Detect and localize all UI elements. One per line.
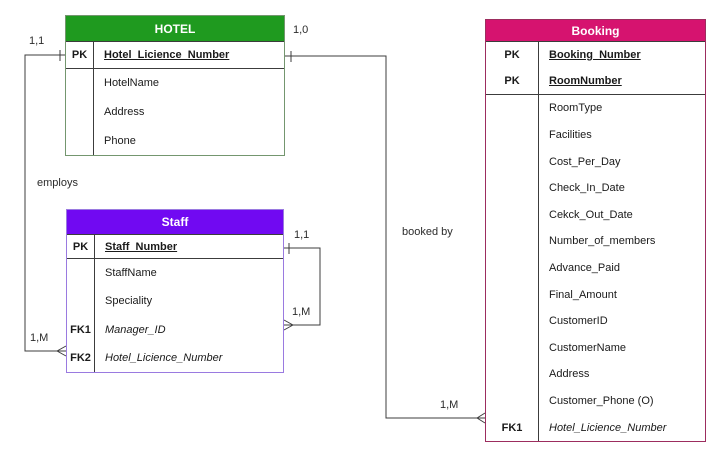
key-label (486, 201, 539, 229)
attribute-name: Facilities (549, 128, 592, 141)
attribute-row: Customer_Phone (O) (486, 387, 705, 415)
entity-staff-title: Staff (67, 210, 283, 235)
attribute-name: Manager_ID (105, 323, 166, 336)
key-label (486, 281, 539, 308)
attribute-row: StaffName (67, 259, 283, 288)
key-label (486, 334, 539, 362)
key-label (66, 97, 94, 127)
key-label (66, 126, 94, 156)
attribute-name: Cost_Per_Day (549, 155, 621, 168)
relationship-label-employs: employs (37, 177, 78, 189)
crow-foot-employs (56, 345, 67, 357)
attribute-row: Check_In_Date (486, 174, 705, 202)
attribute-name: Speciality (105, 295, 153, 308)
entity-staff-attributes: StaffName Speciality FK1 Manager_ID FK2 … (67, 259, 283, 372)
key-label: FK1 (486, 414, 539, 441)
attribute-name: Final_Amount (549, 288, 617, 301)
cardinality-booking-booked-by: 1,M (440, 399, 459, 411)
attribute-row: Address (66, 97, 284, 127)
cardinality-hotel-booked-by: 1,0 (293, 24, 309, 36)
key-label: PK (486, 68, 539, 94)
attribute-row: FK1 Manager_ID (67, 315, 283, 344)
key-label (486, 307, 539, 335)
key-label: FK2 (67, 343, 95, 372)
crow-foot-booked-by (476, 412, 486, 424)
attribute-name: Hotel_Licience_Number (549, 421, 667, 434)
attribute-name: HotelName (104, 77, 160, 90)
key-label (486, 148, 539, 175)
entity-booking[interactable]: Booking PK Booking_Number PK RoomNumber … (485, 19, 706, 442)
attribute-name: StaffName (105, 267, 157, 280)
attribute-name: CustomerName (549, 341, 627, 354)
attribute-name: Advance_Paid (549, 261, 620, 274)
key-label (486, 361, 539, 388)
cardinality-hotel-employs: 1,1 (29, 35, 45, 47)
attribute-row: Facilities (486, 121, 705, 149)
crow-foot-staff-self (283, 319, 294, 331)
key-label (67, 287, 95, 316)
attribute-row: HotelName (66, 69, 284, 98)
connector-employs (24, 54, 66, 352)
entity-booking-title: Booking (486, 20, 705, 42)
cardinality-staff-self-one: 1,1 (294, 229, 310, 241)
key-label: PK (486, 42, 539, 68)
attribute-name: Customer_Phone (O) (549, 395, 654, 407)
attribute-name: RoomType (549, 102, 603, 115)
key-label (486, 95, 539, 122)
key-label (486, 254, 539, 282)
key-label (67, 259, 95, 288)
attribute-name: Check_In_Date (549, 182, 625, 195)
key-row: PK RoomNumber (486, 68, 705, 94)
entity-booking-attributes: RoomType Facilities Cost_Per_Day Check_I… (486, 95, 705, 441)
attribute-name: Number_of_members (549, 235, 656, 248)
key-attribute-name: RoomNumber (549, 75, 622, 87)
attribute-name: Address (104, 106, 145, 118)
attribute-name: Cekck_Out_Date (549, 208, 633, 221)
attribute-row: Final_Amount (486, 281, 705, 308)
key-label: PK (66, 42, 94, 68)
entity-staff[interactable]: Staff PK Staff_Number StaffName Speciali… (66, 209, 284, 373)
key-label (66, 69, 94, 98)
attribute-row: FK2 Hotel_Licience_Number (67, 343, 283, 372)
attribute-name: CustomerID (549, 315, 608, 328)
attribute-name: Phone (104, 134, 136, 147)
key-attribute-name: Booking_Number (549, 49, 641, 61)
attribute-row: Speciality (67, 287, 283, 316)
key-label (486, 387, 539, 415)
key-label: PK (67, 235, 95, 258)
key-label (486, 174, 539, 202)
entity-hotel-attributes: HotelName Address Phone (66, 69, 284, 156)
attribute-row: Address (486, 361, 705, 388)
attribute-row: Cost_Per_Day (486, 148, 705, 175)
key-attribute-name: Hotel_Licience_Number (104, 49, 230, 61)
attribute-row: Advance_Paid (486, 254, 705, 282)
key-row: PK Staff_Number (67, 235, 283, 258)
key-label (486, 121, 539, 149)
attribute-row: CustomerID (486, 307, 705, 335)
attribute-row: CustomerName (486, 334, 705, 362)
attribute-row: Phone (66, 126, 284, 156)
key-row: PK Booking_Number (486, 42, 705, 68)
attribute-row: Cekck_Out_Date (486, 201, 705, 229)
connector-staff-self (284, 247, 321, 326)
cardinality-staff-employs: 1,M (30, 332, 49, 344)
attribute-row: RoomType (486, 95, 705, 122)
entity-hotel-title: HOTEL (66, 16, 284, 42)
entity-hotel[interactable]: HOTEL PK Hotel_Licience_Number HotelName… (65, 15, 285, 156)
entity-staff-key-section: PK Staff_Number (67, 235, 283, 259)
connector-booked-by (285, 55, 485, 419)
relationship-label-booked-by: booked by (402, 226, 453, 238)
key-row: PK Hotel_Licience_Number (66, 42, 284, 68)
attribute-name: Address (549, 368, 590, 381)
attribute-row: Number_of_members (486, 228, 705, 255)
attribute-row: FK1 Hotel_Licience_Number (486, 414, 705, 441)
key-label (486, 228, 539, 255)
entity-booking-key-section: PK Booking_Number PK RoomNumber (486, 42, 705, 95)
entity-hotel-key-section: PK Hotel_Licience_Number (66, 42, 284, 69)
cardinality-staff-self-many: 1,M (292, 306, 311, 318)
attribute-name: Hotel_Licience_Number (105, 351, 223, 364)
key-label: FK1 (67, 315, 95, 344)
key-attribute-name: Staff_Number (105, 240, 178, 253)
